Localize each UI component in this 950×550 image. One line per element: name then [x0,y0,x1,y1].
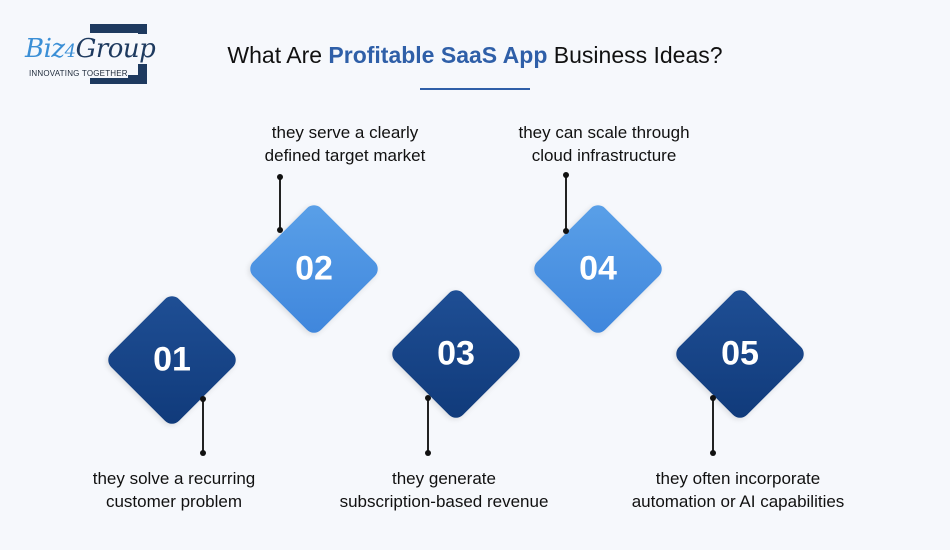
logo-wordmark: Biz4Group [25,34,158,64]
page-title: What Are Profitable SaaS App Business Id… [227,42,723,68]
connector-dot [425,395,431,401]
logo-tagline: INNOVATING TOGETHER [29,69,128,78]
step-number: 01 [153,340,191,379]
connector-line [565,175,567,231]
connector-dot [200,450,206,456]
connector-dot [200,396,206,402]
connector-line [712,398,714,453]
connector-dot [563,172,569,178]
connector-dot [277,227,283,233]
step-number: 05 [721,334,759,373]
connector-line [427,398,429,453]
connector-dot [277,174,283,180]
title-underline [420,88,530,90]
connector-line [279,177,281,230]
connector-dot [425,450,431,456]
connector-dot [710,395,716,401]
connector-dot [710,450,716,456]
logo: Biz4Group INNOVATING TOGETHER [22,24,158,84]
step-number: 02 [295,249,333,288]
connector-dot [563,228,569,234]
connector-line [202,399,204,453]
step-number: 04 [579,249,617,288]
step-number: 03 [437,334,475,373]
